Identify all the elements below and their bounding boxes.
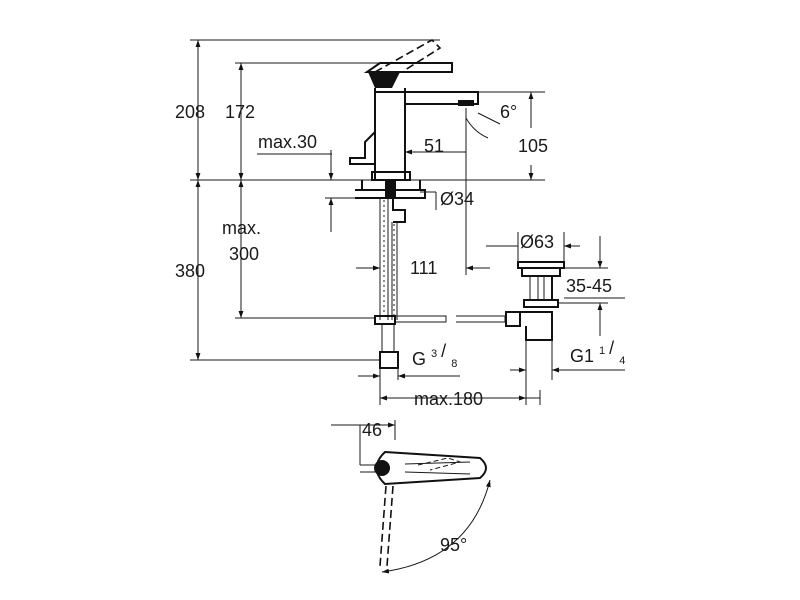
label-95deg: 95° <box>440 535 467 555</box>
label-35-45: 35-45 <box>566 276 612 296</box>
label-111: 111 <box>410 258 437 278</box>
spout-dimensions <box>356 91 625 405</box>
label-max180: max.180 <box>414 389 483 409</box>
g38-num: 3 <box>431 348 437 360</box>
label-g38: G 3 / 8 <box>412 341 457 370</box>
label-46: 46 <box>362 420 382 440</box>
pop-up-waste <box>517 261 565 341</box>
label-6deg: 6° <box>500 102 517 122</box>
dimension-labels: 208 172 max.30 6° 51 105 Ø34 max. 300 Ø6… <box>175 102 625 555</box>
g114-slash: / <box>609 338 614 358</box>
label-max: max. <box>222 218 261 238</box>
pull-rod <box>396 311 521 327</box>
g114-den: 4 <box>619 355 625 367</box>
left-dimension-lines <box>190 39 545 361</box>
label-g114: G1 1 / 4 <box>570 338 625 367</box>
label-208: 208 <box>175 102 205 122</box>
label-max30: max.30 <box>258 132 317 152</box>
label-51: 51 <box>424 136 444 156</box>
label-d63: Ø63 <box>520 232 554 252</box>
g114-main: G1 <box>570 346 594 366</box>
label-105: 105 <box>518 136 548 156</box>
label-172: 172 <box>225 102 255 122</box>
g38-den: 8 <box>451 358 457 370</box>
label-d34: Ø34 <box>440 189 474 209</box>
g38-main: G <box>412 349 426 369</box>
label-380: 380 <box>175 261 205 281</box>
faucet-side-view <box>349 39 479 223</box>
flex-hoses <box>374 198 399 369</box>
g38-slash: / <box>441 341 446 361</box>
g114-num: 1 <box>599 345 605 357</box>
label-300: 300 <box>229 244 259 264</box>
faucet-top-view <box>331 420 491 574</box>
